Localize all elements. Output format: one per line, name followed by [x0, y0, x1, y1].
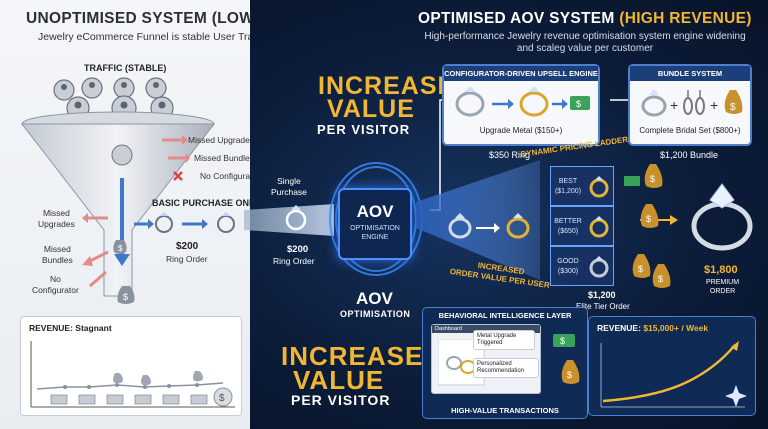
increase-bottom-line3: PER VISITOR — [291, 392, 391, 408]
aov-label-caption: OPTIMISATION — [340, 309, 411, 319]
svg-text:$: $ — [638, 264, 643, 274]
svg-text:$: $ — [118, 244, 123, 253]
svg-text:$: $ — [576, 99, 581, 109]
single-price-caption: Ring Order — [273, 256, 315, 266]
configurator-caption: Upgrade Metal ($150+) — [479, 126, 563, 135]
ring-upgrade-icon: $ — [455, 86, 590, 117]
traffic-label: TRAFFIC (STABLE) — [84, 63, 167, 73]
aov-engine-title: AOV — [356, 202, 394, 221]
left-title: UNOPTIMISED SYSTEM (LOW AOV) — [26, 10, 299, 27]
revenue-growth-chart — [600, 341, 747, 408]
basic-price-caption: Ring Order — [166, 254, 208, 264]
configurator-card: CONFIGURATOR-DRIVEN UPSELL ENGINE $ Upgr… — [442, 64, 600, 146]
premium-price: $1,800 — [704, 264, 738, 276]
missed-left-arrows-icon — [82, 213, 109, 288]
no-configurator-left: No Configurator — [32, 274, 79, 295]
missed-upgrades-left: Missed Upgrades — [38, 208, 75, 229]
premium-ring-icon — [691, 183, 753, 251]
tier-best-price: ($1,200) — [554, 188, 582, 195]
increase-bottom-line2: VALUE — [293, 365, 385, 395]
tier-better-price: ($650) — [557, 228, 579, 235]
revenue-growth-label: REVENUE: $15,000+ / Week — [597, 323, 708, 333]
bubble-personalized: Personalized Recommendation — [473, 358, 539, 378]
bundle-header: BUNDLE SYSTEM — [630, 66, 750, 81]
svg-text:$: $ — [567, 370, 572, 380]
funnel-icon: $ — [20, 111, 216, 297]
missed-arrows-icon — [162, 135, 190, 181]
right-title-highlight: (HIGH REVENUE) — [619, 10, 752, 27]
aov-label-title: AOV — [356, 289, 393, 308]
increase-top-line2: VALUE — [327, 95, 415, 123]
tier-best: BEST ($1,200) — [550, 166, 614, 206]
gold-ring-icon — [589, 176, 609, 198]
single-purchase-beam — [244, 204, 334, 236]
revenue-stagnant-label: REVENUE: Stagnant — [29, 323, 112, 333]
bundle-caption: Complete Bridal Set ($800+) — [639, 126, 741, 135]
stagnant-line-chart: $ — [30, 341, 235, 408]
behavioral-card: BEHAVIORAL INTELLIGENCE LAYER Dashboard … — [422, 307, 588, 419]
configurator-header: CONFIGURATOR-DRIVEN UPSELL ENGINE — [444, 66, 598, 81]
tier-good: GOOD ($300) — [550, 246, 614, 286]
beam-rings-icon — [448, 213, 530, 239]
single-price: $200 — [287, 244, 309, 255]
bundle-price: $1,200 Bundle — [660, 150, 719, 160]
tier-better-name: BETTER — [554, 218, 582, 225]
basic-price: $200 — [176, 241, 199, 252]
bundle-card: BUNDLE SYSTEM + + $ Complete Bridal Set … — [628, 64, 752, 146]
missed-bundles-label: Missed Bundles — [194, 153, 255, 163]
behavioral-header: BEHAVIORAL INTELLIGENCE LAYER — [438, 311, 572, 320]
missed-upgrades-label: Missed Upgrades — [188, 135, 255, 145]
svg-text:+: + — [710, 97, 718, 113]
svg-text:$: $ — [646, 214, 651, 224]
silver-ring-icon — [589, 256, 609, 278]
right-subtitle: High-performance Jewelry revenue optimis… — [424, 31, 746, 54]
aov-engine-caption: OPTIMISATION ENGINE — [350, 225, 400, 241]
bridal-set-icon: + + $ — [641, 89, 743, 117]
no-configurator-label: No Configurator — [200, 171, 261, 181]
elite-caption: Elite Tier Order — [576, 302, 630, 311]
right-title: OPTIMISED AOV SYSTEM (HIGH REVENUE) — [418, 10, 752, 28]
money-bag-icon: $ — [117, 286, 135, 304]
left-subtitle: Jewelry eCommerce Funnel is stable User … — [38, 31, 267, 43]
svg-text:$: $ — [650, 174, 655, 184]
aov-engine-box: AOV OPTIMISATION ENGINE — [338, 188, 412, 260]
right-title-main: OPTIMISED AOV SYSTEM — [418, 10, 615, 27]
gold-ring-icon — [589, 216, 609, 238]
premium-caption: PREMIUM ORDER — [706, 279, 740, 295]
basic-purchase-label: BASIC PURCHASE ONLY — [152, 198, 260, 208]
increase-top-line3: PER VISITOR — [317, 122, 411, 137]
svg-text:$: $ — [123, 292, 128, 302]
revenue-label-text: REVENUE: — [597, 323, 641, 333]
money-bags-icon: $ $ $ $ — [624, 164, 671, 288]
svg-text:+: + — [670, 97, 678, 113]
configurator-price: $350 Ring — [489, 150, 531, 160]
revenue-growth-card: REVENUE: $15,000+ / Week — [588, 316, 756, 416]
bubble-metal-upgrade: Metal Upgrade Triggered — [473, 330, 535, 350]
increase-top-line1: INCREASE — [318, 72, 456, 100]
single-purchase-label: Single Purchase — [271, 176, 307, 197]
tier-good-name: GOOD — [557, 258, 579, 265]
svg-text:$: $ — [730, 102, 736, 113]
svg-text:$: $ — [658, 274, 663, 284]
elite-price: $1,200 — [588, 290, 616, 300]
dashboard-title: Dashboard — [432, 325, 540, 333]
tier-good-price: ($300) — [557, 268, 579, 275]
tier-better: BETTER ($650) — [550, 206, 614, 246]
stagnant-revenue-card: REVENUE: Stagnant $ — [20, 316, 242, 416]
basic-purchase-flow-icon — [134, 212, 235, 233]
revenue-value-text: $15,000+ / Week — [643, 323, 709, 333]
tier-best-name: BEST — [558, 178, 578, 185]
svg-text:$: $ — [219, 393, 225, 404]
behavioral-money-icon: $ $ — [553, 334, 580, 384]
missed-bundles-left: Missed Bundles — [42, 244, 73, 265]
behavioral-footer: HIGH-VALUE TRANSACTIONS — [451, 406, 559, 415]
svg-text:$: $ — [560, 336, 565, 346]
increase-bottom-line1: INCREASE — [281, 341, 424, 371]
